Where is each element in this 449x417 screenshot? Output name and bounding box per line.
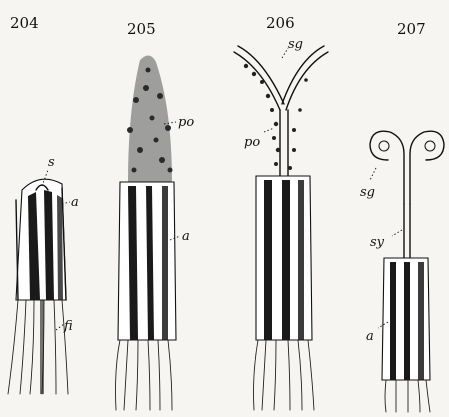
- fig206-anther-tube: [256, 176, 312, 340]
- label-filament-204: fi: [63, 319, 73, 334]
- figure-207: 207 sg sy a: [360, 20, 444, 412]
- label-stigma-207: sg: [360, 185, 375, 200]
- fig204-anther-tube: [16, 179, 66, 300]
- figure-205: 205 po a: [116, 20, 195, 410]
- label-anther-205: a: [182, 229, 190, 244]
- fig205-filaments: [116, 340, 173, 410]
- figure-number-206: 206: [266, 14, 295, 32]
- figure-number-207: 207: [397, 20, 426, 38]
- figure-number-205: 205: [127, 20, 156, 38]
- fig204-filaments: [8, 300, 68, 394]
- figure-number-204: 204: [10, 14, 39, 32]
- figure-204: 204 s a fi: [8, 14, 79, 394]
- fig207-anther-tube: [382, 258, 430, 380]
- fig207-filaments: [385, 380, 430, 412]
- fig205-pollen-mass: [127, 55, 173, 182]
- label-pollen-205: po: [178, 115, 194, 130]
- fig207-style: [404, 204, 410, 258]
- fig207-stigma: [370, 131, 444, 204]
- label-pollen-206: po: [244, 135, 260, 150]
- fig205-anther-tube: [118, 182, 176, 340]
- fig206-filaments: [254, 340, 315, 410]
- fig206-pollen: [244, 64, 308, 170]
- label-stigma-206: sg: [288, 37, 303, 52]
- label-style-207: sy: [370, 235, 385, 250]
- label-anther-207: a: [366, 329, 374, 344]
- figure-206: 206 sg po: [234, 14, 328, 410]
- label-stigma-204: s: [48, 155, 55, 170]
- label-anther-204: a: [71, 195, 79, 210]
